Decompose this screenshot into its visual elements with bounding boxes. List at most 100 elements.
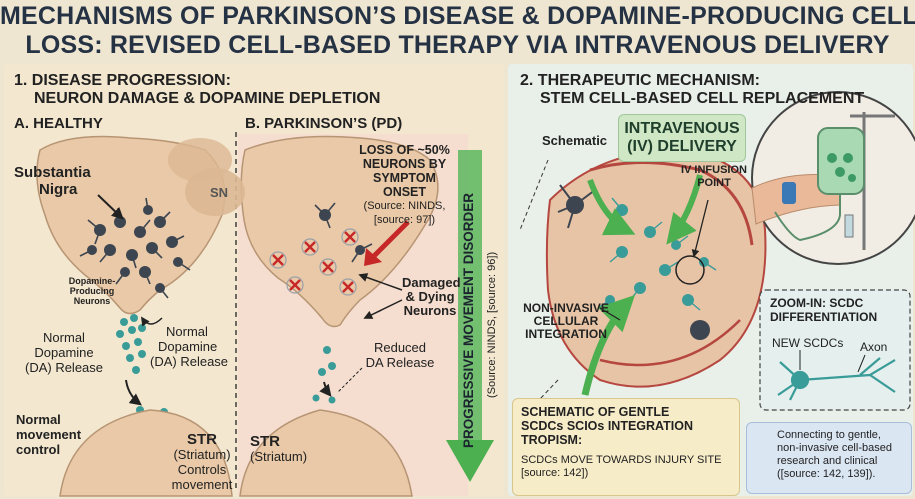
dpn-line3: Neurons [73,296,111,306]
entry-arrow-2 [666,174,703,245]
iv-armband [782,182,796,204]
dpn-label: Dopamine- Producing Neurons [62,276,122,306]
normal-da-right-line2: Dopamine [158,339,218,354]
loss-line1: LOSS OF ~50% [359,143,450,157]
therapy-grey-neuron [557,184,596,229]
tropism-title: TROPISM: [521,433,583,447]
pd-release-arrow [319,381,332,397]
pd-dopamine-dots [312,346,336,404]
progression-source: (Source: NINDS, [source: 96]) [486,251,498,398]
therapy-dark-neuron [690,320,710,340]
section1-title-line1: 1. DISEASE PROGRESSION: [14,72,231,89]
infusion-point-circle [675,255,705,285]
infusion-pointer [691,199,709,258]
loss-line2: NEURONS BY [362,157,447,171]
zoom-line2: DIFFERENTIATION [770,310,878,324]
noninv-line1: NON-INVASIVE [523,301,609,315]
connect-line2: non-invasive cell-based [777,442,892,454]
noninv-line3: INTEGRATION [525,327,607,341]
connect-line3: research and clinical [777,455,878,467]
sn-label-arrow [97,194,124,220]
blood-vessel-1 [589,161,754,246]
iv-tube [774,194,841,242]
tropism-arrow [581,295,635,396]
normal-da-right-line3: (DA) Release [150,354,229,369]
reduced-line2: DA Release [365,355,435,370]
healthy-substantia-nigra-shape [36,135,226,315]
reduced-da-pointer [337,367,363,393]
infusion-line1: IV INFUSION [680,164,747,176]
damaged-line3: Neurons [403,303,457,318]
gentle-integration-box: SCHEMATIC OF GENTLE SCDCs SCIOs INTEGRAT… [512,398,740,496]
pd-remaining-dendrites [314,202,373,263]
loss-source2: [source: 97]) [373,214,436,226]
connect-line1: Connecting to gentle, [777,429,881,441]
iv-drip-chamber [844,214,854,238]
iv-bag [817,127,865,195]
pd-str-line1: (Striatum) [250,449,308,464]
pd-damage-arrow [370,220,410,260]
noninvasive-label: NON-INVASIVE CELLULAR INTEGRATION [518,302,614,341]
control-line3: control [16,442,61,457]
section2-title: 2. THERAPEUTIC MECHANISM: STEM CELL-BASE… [520,72,864,108]
reduced-da-label: Reduced DA Release [360,340,440,370]
connecting-text: Connecting to gentle, non-invasive cell-… [777,429,892,481]
blood-vessel-2 [599,319,741,367]
axon-label: Axon [860,340,888,354]
sn-label-line1: Substantia [14,164,91,181]
zoom-line1: ZOOM-IN: SCDC [770,296,864,310]
progression-bar [458,150,482,450]
damaged-line1: Damaged [402,275,461,290]
zoom-title: ZOOM-IN: SCDC DIFFERENTIATION [770,296,877,324]
pd-str-title: STR [250,433,280,450]
damaged-arrow-2 [363,299,403,319]
healthy-str-line1: (Striatum) [173,447,231,462]
normal-da-right-line1: Normal [166,324,208,339]
iv-bag-cells [827,153,856,182]
normal-movement-control-label: Normal movement control [16,412,81,457]
healthy-heading: A. HEALTHY [14,115,103,132]
gentle-title: SCHEMATIC OF GENTLE SCDCs SCIOs INTEGRAT… [521,405,693,447]
normal-da-left-line2: Dopamine [34,345,94,360]
sn-stub-label: SN [210,185,229,200]
infusion-line2: POINT [697,177,731,189]
healthy-release-arrow [125,379,142,406]
iv-line1: INTRAVENOUS [624,120,740,137]
progression-label: PROGRESSIVE MOVEMENT DISORDER [461,192,476,448]
control-line2: movement [16,427,82,442]
noninv-line2: CELLULAR [533,314,599,328]
section2-title-line2: STEM CELL-BASED CELL REPLACEMENT [540,90,865,107]
gentle-line1: SCHEMATIC OF GENTLE [521,405,670,419]
new-scdc-label: NEW SCDCs [772,336,844,350]
normal-da-left-label: Normal Dopamine (DA) Release [20,330,108,375]
pd-sn-fold [185,168,245,216]
control-line1: Normal [16,412,61,427]
noninvasive-pointer [599,307,621,321]
healthy-neuron-dendrites [79,197,191,299]
page-title: MECHANISMS OF PARKINSON’S DISEASE & DOPA… [0,2,915,60]
tropism-line1: SCDCs MOVE TOWARDS INJURY SITE [521,454,722,466]
loss-source1: (Source: NINDS, [363,200,446,212]
substantia-nigra-label: Substantia Nigra [14,164,91,198]
healthy-str-title: STR [187,431,217,448]
healthy-dpn-arrow [141,316,163,327]
pd-damaged-neurons [272,231,356,293]
neuron-loss-label: LOSS OF ~50% NEURONS BY SYMPTOM ONSET (S… [352,143,457,227]
healthy-str-label: STR (Striatum) Controls movement [170,432,234,492]
pd-damaged-dendrites [269,228,359,296]
tropism-text: SCDCs MOVE TOWARDS INJURY SITE [source: … [521,454,721,480]
section2-title-line1: 2. THERAPEUTIC MECHANISM: [520,72,761,89]
dpn-line1: Dopamine- [68,276,116,286]
damaged-neurons-label: Damaged & Dying Neurons [402,275,461,318]
normal-da-left-line1: Normal [43,330,85,345]
connect-line4: ([source: 142, 139]). [777,468,876,480]
schematic-leader-1 [519,159,549,231]
schematic-label: Schematic [542,133,608,148]
damaged-line2: & Dying [405,289,455,304]
section1-title: 1. DISEASE PROGRESSION: NEURON DAMAGE & … [14,72,380,108]
loss-line3: SYMPTOM ONSET [373,171,436,199]
sn-label-line2: Nigra [39,181,78,198]
progression-arrow-head [446,440,494,482]
pd-str-label: STR (Striatum) [250,434,307,464]
